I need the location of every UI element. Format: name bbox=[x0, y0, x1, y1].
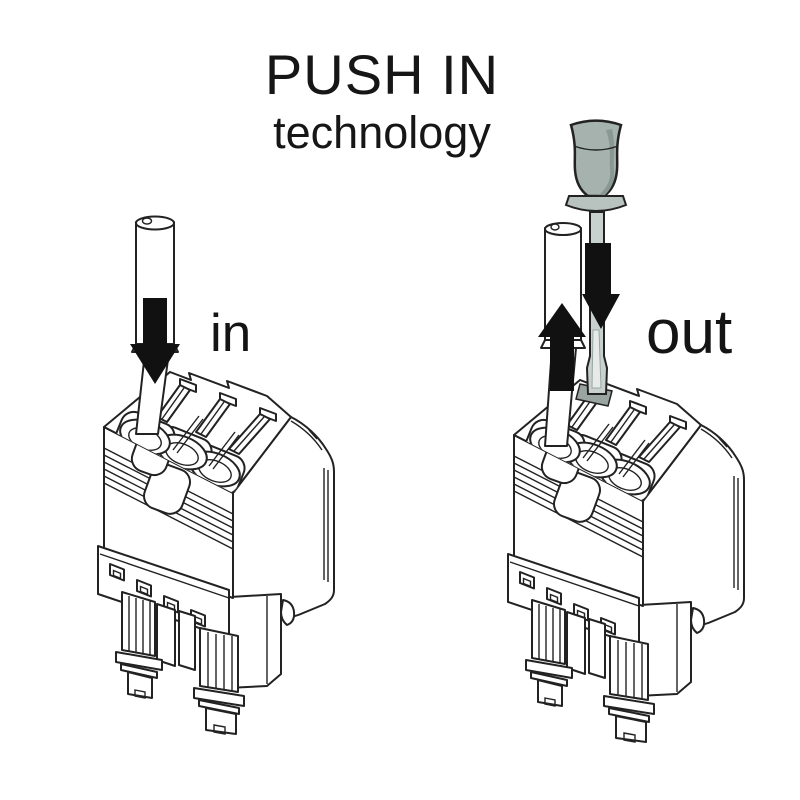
title-block: PUSH IN technology bbox=[182, 0, 582, 157]
label-out: out bbox=[646, 298, 733, 367]
screwdriver-blade-highlight bbox=[591, 329, 602, 389]
terminal-connector-left bbox=[98, 372, 334, 734]
terminal-connector-right bbox=[508, 380, 744, 742]
insert-arrow-down-icon bbox=[130, 298, 180, 384]
page-title: PUSH IN bbox=[264, 43, 500, 106]
page-subtitle: technology bbox=[273, 106, 491, 158]
screwdriver-collar bbox=[564, 195, 628, 212]
label-in: in bbox=[210, 304, 252, 363]
push-arrow-down-icon bbox=[582, 243, 620, 329]
eject-arrow-up-icon bbox=[538, 303, 586, 391]
wire-left bbox=[131, 215, 179, 435]
screwdriver-handle bbox=[569, 119, 623, 198]
